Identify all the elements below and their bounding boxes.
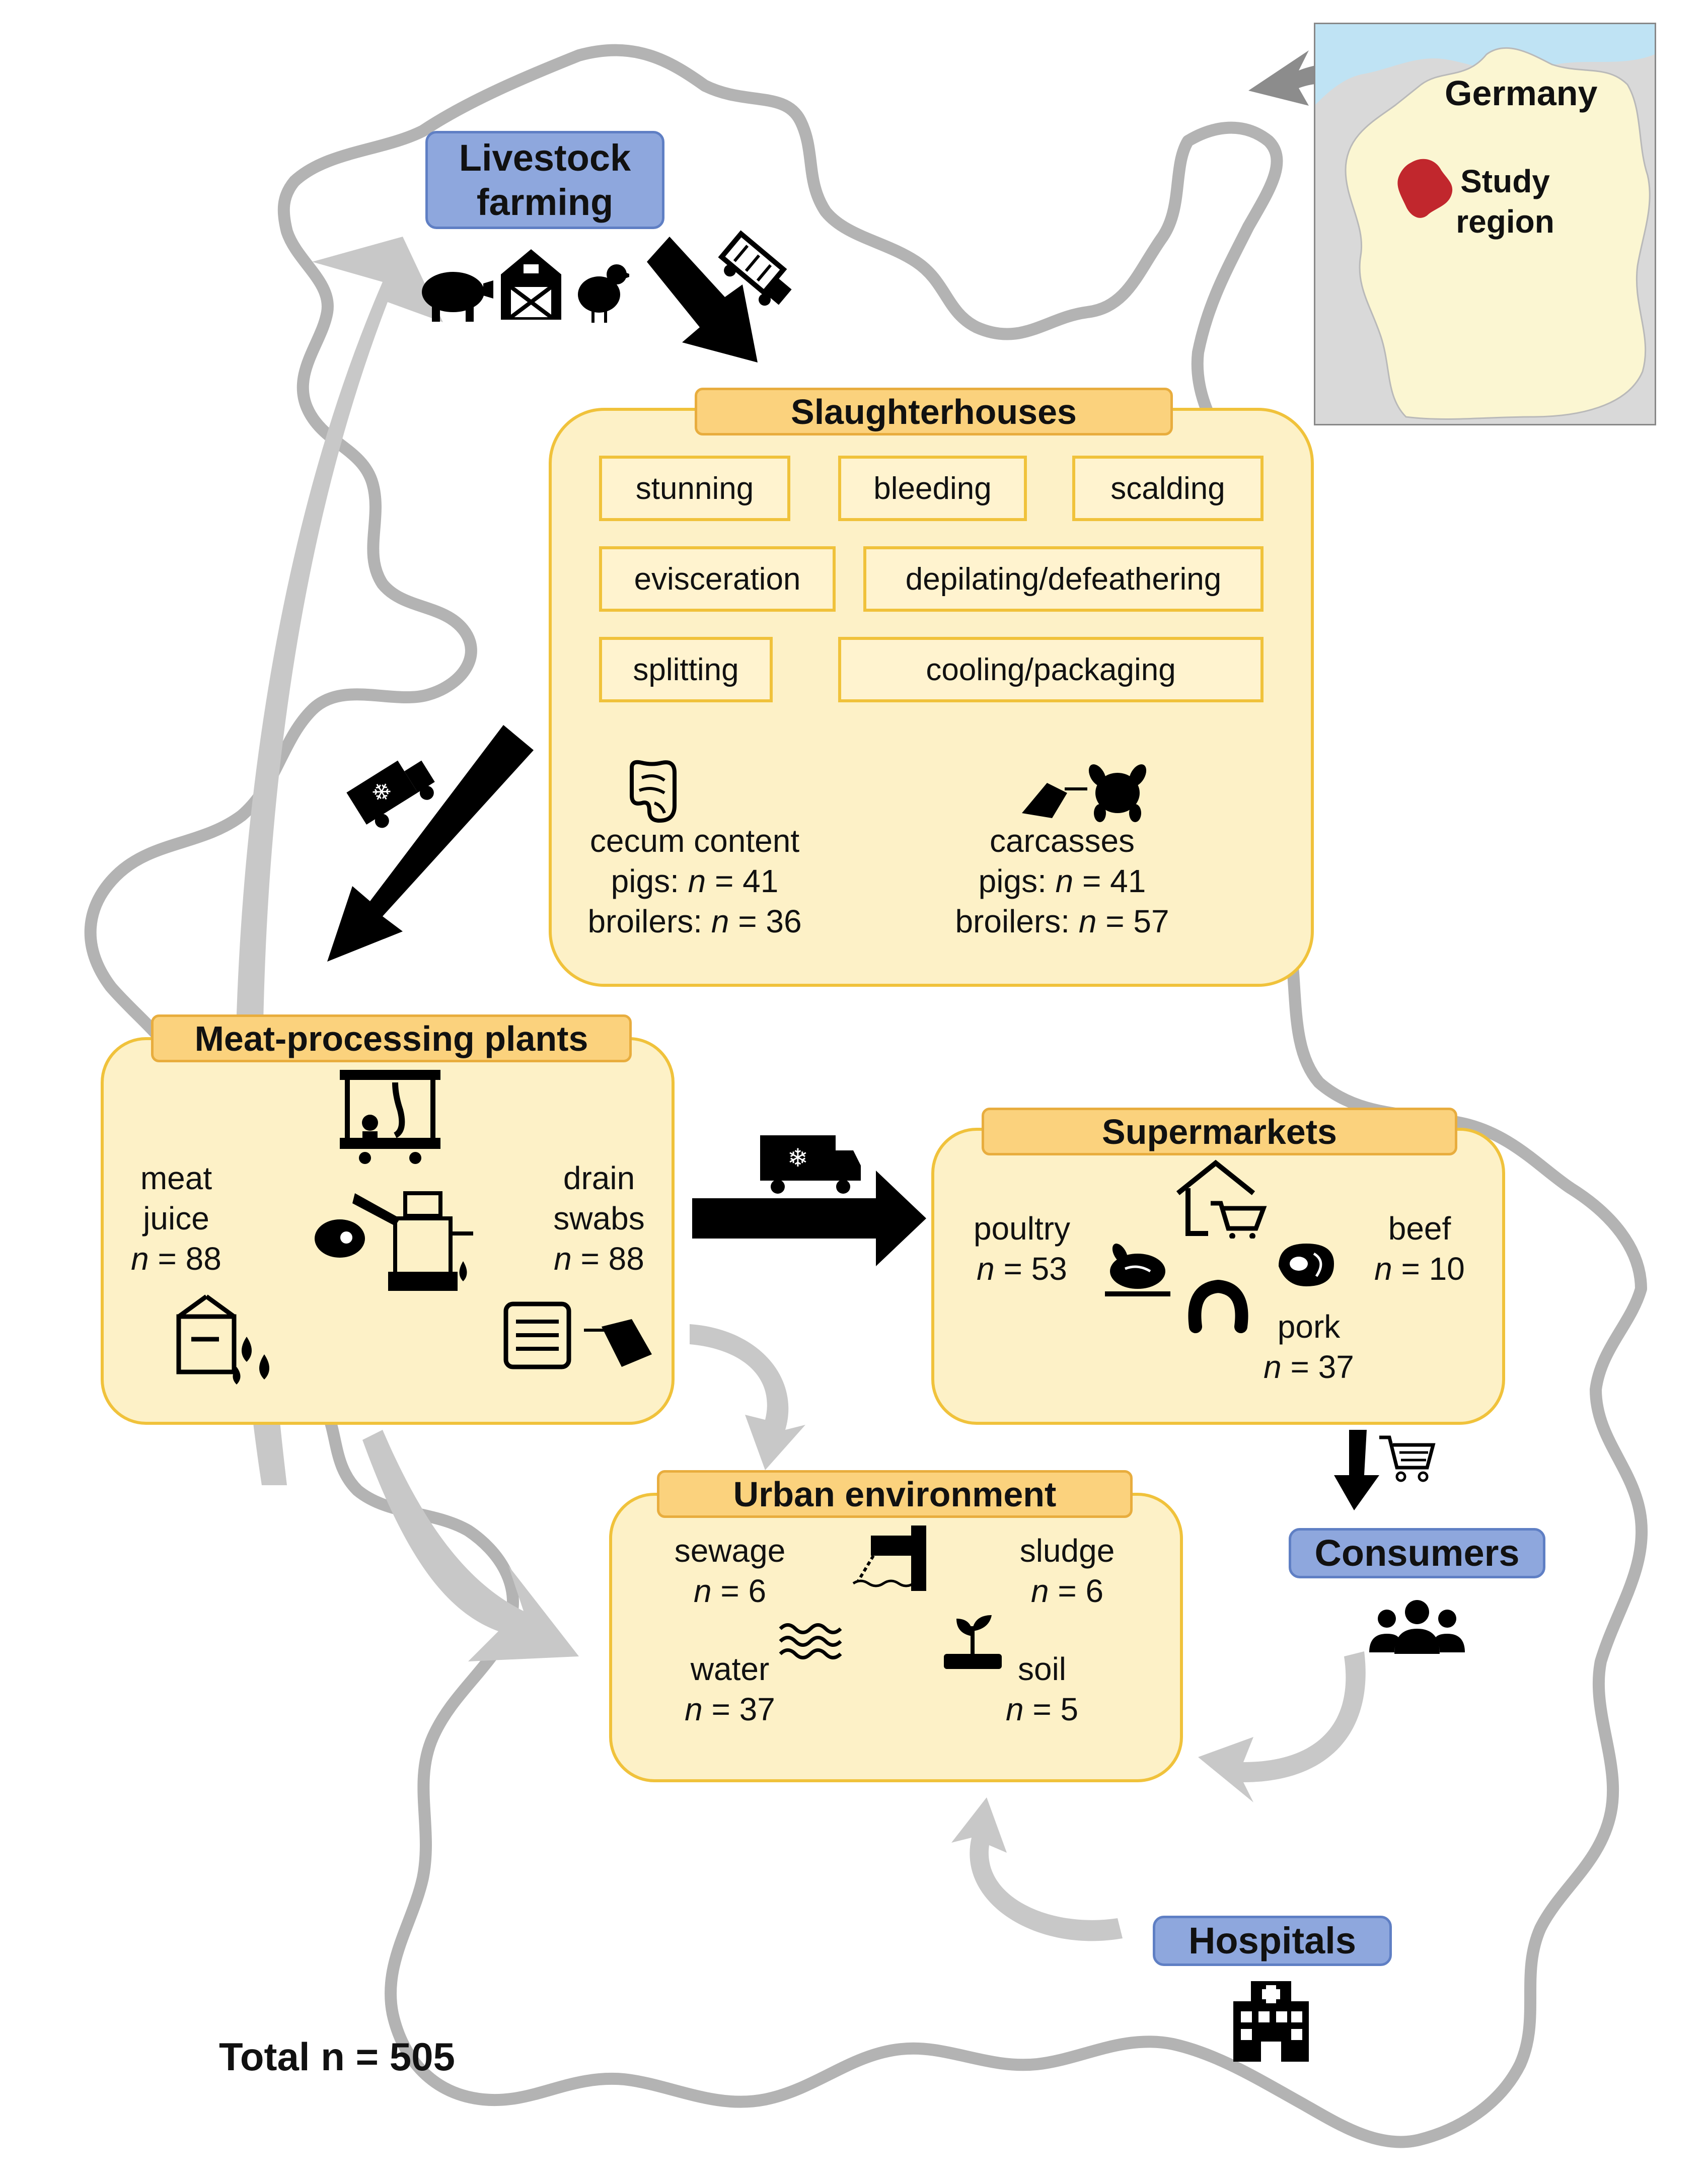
steak-icon [1279, 1244, 1334, 1286]
cecum-sample-label: cecum content pigs: n = 41 broilers: n =… [587, 823, 802, 939]
meat-juice-icon [176, 1294, 269, 1385]
curved-arrow-meat-to-urban [362, 1430, 579, 1661]
drain-swab-icon [503, 1301, 652, 1369]
drain-swabs-label: drain swabs n = 88 [553, 1160, 645, 1277]
meat-knife-icon [315, 1193, 400, 1258]
carcasses-sample-label: carcasses pigs: n = 41 broilers: n = 57 [955, 823, 1169, 939]
region-outline [84, 44, 1648, 2148]
hospital-building-icon [1233, 1981, 1309, 2062]
meat-processing-box [101, 1037, 675, 1425]
shopping-cart-icon [1379, 1435, 1436, 1482]
beef-label: beef n = 10 [1374, 1210, 1465, 1287]
curved-arrow-hospitals-to-urban [951, 1797, 1123, 1941]
livestock-icons [422, 249, 629, 323]
hand-swab-icon [584, 1319, 652, 1367]
germany-inset [1314, 23, 1656, 425]
supermarkets-box [931, 1128, 1505, 1425]
supermarkets-title: Supermarkets [982, 1108, 1457, 1155]
pork-label: pork n = 37 [1264, 1309, 1354, 1385]
step-depilating: depilating/defeathering [863, 546, 1264, 612]
refrigerated-truck-icon: ❄ [346, 760, 435, 828]
sausage-icon [1188, 1279, 1248, 1333]
step-scalding: scalding [1072, 456, 1264, 521]
drop-icon [459, 1261, 467, 1281]
curved-arrow-meat-to-urban-small [690, 1324, 805, 1470]
meat-processing-icons [315, 1191, 473, 1291]
chicken-carcass-icon [1088, 764, 1147, 822]
poultry-label: poultry n = 53 [973, 1210, 1071, 1287]
step-bleeding: bleeding [838, 456, 1027, 521]
soil-plant-icon [944, 1615, 1002, 1669]
pig-icon [422, 272, 493, 322]
people-group-icon [1369, 1600, 1465, 1654]
node-livestock-farming: Livestock farming [425, 131, 664, 229]
barn-icon [501, 249, 561, 320]
sewage-label: sewage n = 6 [674, 1533, 786, 1609]
inset-label-study-region: Study region [1456, 163, 1554, 240]
node-consumers: Consumers [1289, 1528, 1545, 1578]
step-cooling: cooling/packaging [838, 637, 1264, 702]
arrow-supermarket-to-consumers [1334, 1430, 1379, 1510]
meat-juice-label: meat juice n = 88 [131, 1160, 221, 1277]
arrow-farm-to-slaughter [647, 237, 758, 362]
meat-processing-title: Meat-processing plants [151, 1014, 632, 1062]
butcher-stall-icon [340, 1070, 440, 1164]
truck-icon [718, 230, 792, 306]
intestine-icon [630, 760, 677, 823]
drain-icon [503, 1301, 571, 1369]
inset-label-germany: Germany [1445, 74, 1598, 113]
urban-environment-title: Urban environment [657, 1470, 1133, 1518]
curved-arrow-consumers-to-urban [1198, 1651, 1366, 1802]
swab-carcass-icon [1022, 764, 1147, 822]
arrow-meat-to-supermarket [692, 1171, 926, 1266]
step-evisceration: evisceration [599, 546, 836, 612]
meat-grinder-icon [388, 1191, 473, 1291]
sewage-pipe-icon [852, 1525, 926, 1591]
roast-chicken-icon [1105, 1244, 1170, 1296]
germany-shape [1345, 47, 1651, 420]
study-region-shape [1397, 159, 1453, 218]
refrigerated-van-icon: ❄ [760, 1135, 861, 1194]
hand-swab-icon [1022, 783, 1087, 818]
step-splitting: splitting [599, 637, 773, 702]
chicken-icon [578, 264, 629, 323]
svg-text:❄: ❄ [787, 1144, 808, 1172]
water-waves-icon [779, 1623, 842, 1659]
sludge-label: sludge n = 6 [1019, 1533, 1115, 1609]
water-label: water n = 37 [685, 1651, 775, 1727]
home-shopping-icon [1176, 1159, 1267, 1239]
curved-arrow-to-germany [1248, 50, 1420, 146]
step-stunning: stunning [599, 456, 790, 521]
node-hospitals: Hospitals [1153, 1916, 1392, 1966]
slaughterhouses-title: Slaughterhouses [695, 388, 1173, 435]
arrow-slaughter-to-meat [327, 725, 534, 962]
soil-label: soil n = 5 [1005, 1651, 1079, 1727]
germany-map [1315, 24, 1655, 424]
total-count: Total n = 505 [219, 2034, 455, 2079]
